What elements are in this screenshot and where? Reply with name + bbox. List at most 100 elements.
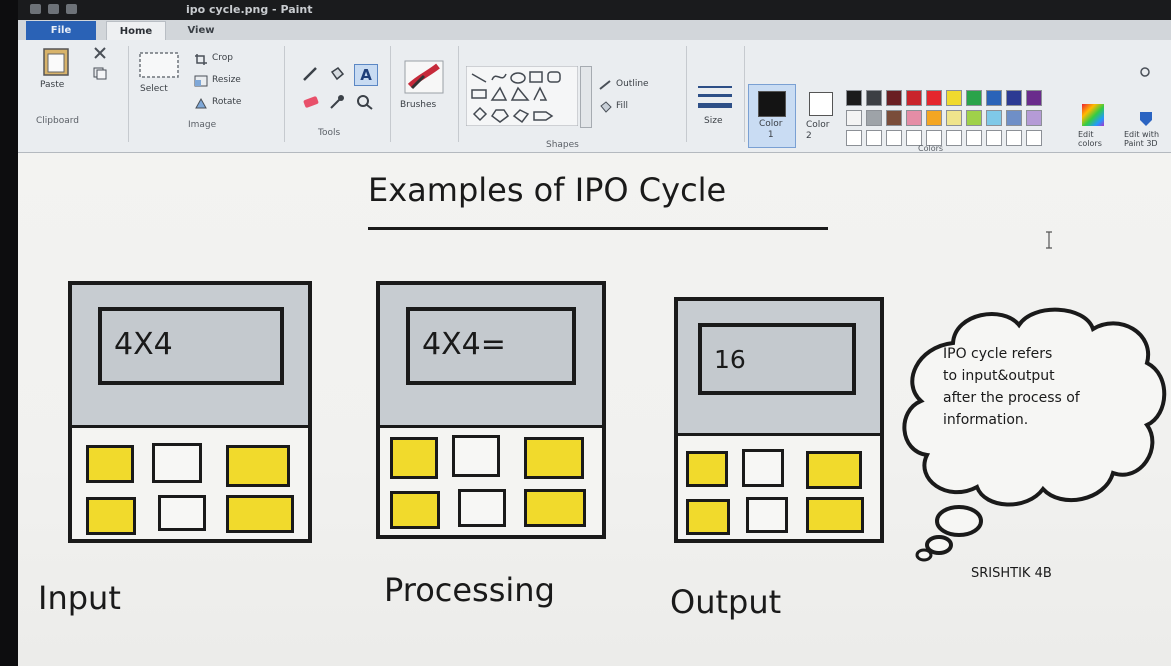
caption-output: Output bbox=[670, 583, 782, 621]
edit-colors-button[interactable]: Edit colors bbox=[1074, 102, 1114, 152]
paste-button[interactable]: Paste bbox=[36, 44, 76, 96]
fill-icon bbox=[600, 101, 612, 113]
image-group-label: Image bbox=[188, 120, 217, 130]
text-tool-icon[interactable]: A bbox=[354, 64, 378, 86]
paste-label: Paste bbox=[40, 80, 65, 90]
resize-button[interactable]: Resize bbox=[192, 74, 272, 88]
palette-swatch[interactable] bbox=[906, 130, 922, 146]
paint3d-icon bbox=[1140, 112, 1152, 126]
palette-swatch[interactable] bbox=[1006, 110, 1022, 126]
save-icon[interactable] bbox=[30, 4, 41, 14]
palette-swatch[interactable] bbox=[986, 130, 1002, 146]
select-button[interactable]: Select bbox=[136, 48, 184, 108]
calculator-processing: 4X4= bbox=[376, 281, 606, 539]
fill-bucket-icon[interactable] bbox=[328, 66, 346, 82]
shapes-scroll[interactable] bbox=[580, 66, 592, 128]
palette-swatch[interactable] bbox=[886, 90, 902, 106]
color2-button[interactable]: Color 2 bbox=[800, 90, 840, 146]
tab-home[interactable]: Home bbox=[106, 21, 166, 41]
brushes-label: Brushes bbox=[400, 100, 437, 110]
color2-swatch bbox=[809, 92, 833, 116]
calculator-key bbox=[390, 491, 440, 529]
palette-swatch[interactable] bbox=[966, 90, 982, 106]
drawing-canvas[interactable]: Examples of IPO Cycle 4X4 4X4= bbox=[18, 153, 1171, 666]
shapes-gallery-icon[interactable] bbox=[466, 66, 578, 126]
palette-swatch[interactable] bbox=[1026, 130, 1042, 146]
rotate-button[interactable]: Rotate bbox=[192, 96, 272, 110]
magnifier-icon[interactable] bbox=[356, 94, 374, 110]
caption-input: Input bbox=[38, 579, 121, 617]
calculator-key bbox=[226, 495, 294, 533]
calculator-key bbox=[86, 497, 136, 535]
screen-text: 4X4= bbox=[422, 327, 506, 362]
palette-swatch[interactable] bbox=[866, 110, 882, 126]
palette-swatch[interactable] bbox=[946, 130, 962, 146]
palette-swatch[interactable] bbox=[946, 110, 962, 126]
palette-swatch[interactable] bbox=[846, 130, 862, 146]
copy-icon[interactable] bbox=[92, 66, 108, 80]
calculator-key bbox=[746, 497, 788, 533]
palette-swatch[interactable] bbox=[986, 110, 1002, 126]
palette-swatch[interactable] bbox=[846, 90, 862, 106]
tab-file[interactable]: File bbox=[26, 21, 96, 40]
edit-colors-label: Edit colors bbox=[1078, 130, 1102, 148]
calculator-key bbox=[524, 489, 586, 527]
crop-icon bbox=[195, 54, 207, 65]
ribbon-separator bbox=[744, 46, 745, 142]
pencil-icon[interactable] bbox=[302, 66, 320, 82]
calculator-screen: 16 bbox=[698, 323, 856, 395]
title-underline bbox=[368, 227, 828, 230]
palette-swatch[interactable] bbox=[926, 110, 942, 126]
outline-icon bbox=[599, 80, 611, 90]
calculator-key bbox=[226, 445, 290, 487]
color-picker-icon[interactable] bbox=[328, 94, 346, 110]
palette-swatch[interactable] bbox=[886, 110, 902, 126]
color1-button[interactable]: Color 1 bbox=[748, 84, 796, 148]
palette-swatch[interactable] bbox=[1006, 130, 1022, 146]
palette-swatch[interactable] bbox=[1026, 90, 1042, 106]
palette-swatch[interactable] bbox=[906, 110, 922, 126]
outline-label: Outline bbox=[616, 79, 649, 89]
fill-dropdown[interactable]: Fill bbox=[598, 100, 668, 114]
palette-swatch[interactable] bbox=[1026, 110, 1042, 126]
calculator-key bbox=[158, 495, 206, 531]
palette-swatch[interactable] bbox=[866, 130, 882, 146]
palette-swatch[interactable] bbox=[966, 110, 982, 126]
crop-button[interactable]: Crop bbox=[192, 52, 262, 66]
resize-label: Resize bbox=[212, 75, 241, 85]
calculator-key bbox=[452, 435, 500, 477]
palette-swatch[interactable] bbox=[966, 130, 982, 146]
calculator-key bbox=[686, 451, 728, 487]
diagram-title: Examples of IPO Cycle bbox=[368, 171, 727, 209]
calculator-output: 16 bbox=[674, 297, 884, 543]
palette-swatch[interactable] bbox=[926, 90, 942, 106]
clipboard-group-label: Clipboard bbox=[36, 116, 79, 126]
brushes-button[interactable]: Brushes bbox=[398, 58, 450, 122]
size-button[interactable]: Size bbox=[694, 80, 738, 140]
rotate-icon bbox=[195, 97, 207, 109]
eraser-icon[interactable] bbox=[302, 94, 320, 108]
palette-swatch[interactable] bbox=[886, 130, 902, 146]
help-icon[interactable] bbox=[1138, 66, 1152, 78]
shapes-group-label: Shapes bbox=[546, 140, 579, 150]
palette-swatch[interactable] bbox=[946, 90, 962, 106]
palette-swatch[interactable] bbox=[906, 90, 922, 106]
tab-view[interactable]: View bbox=[187, 25, 215, 36]
palette-swatch[interactable] bbox=[866, 90, 882, 106]
select-icon bbox=[139, 52, 179, 78]
palette-swatch[interactable] bbox=[1006, 90, 1022, 106]
palette-swatch[interactable] bbox=[986, 90, 1002, 106]
undo-icon[interactable] bbox=[48, 4, 59, 14]
caption-processing: Processing bbox=[384, 571, 555, 609]
ribbon: Paste Clipboard Select Crop Resize Rotat… bbox=[18, 40, 1171, 153]
screen-text: 16 bbox=[714, 345, 746, 374]
redo-icon[interactable] bbox=[66, 4, 77, 14]
palette-swatch[interactable] bbox=[926, 130, 942, 146]
paint3d-button[interactable]: Edit with Paint 3D bbox=[1122, 106, 1168, 152]
ribbon-tabs: File Home View bbox=[18, 20, 1171, 41]
palette-swatch[interactable] bbox=[846, 110, 862, 126]
size-label: Size bbox=[704, 116, 723, 126]
colors-group-label: Colors bbox=[918, 144, 944, 153]
cut-icon[interactable] bbox=[92, 46, 108, 60]
outline-dropdown[interactable]: Outline bbox=[598, 78, 678, 92]
